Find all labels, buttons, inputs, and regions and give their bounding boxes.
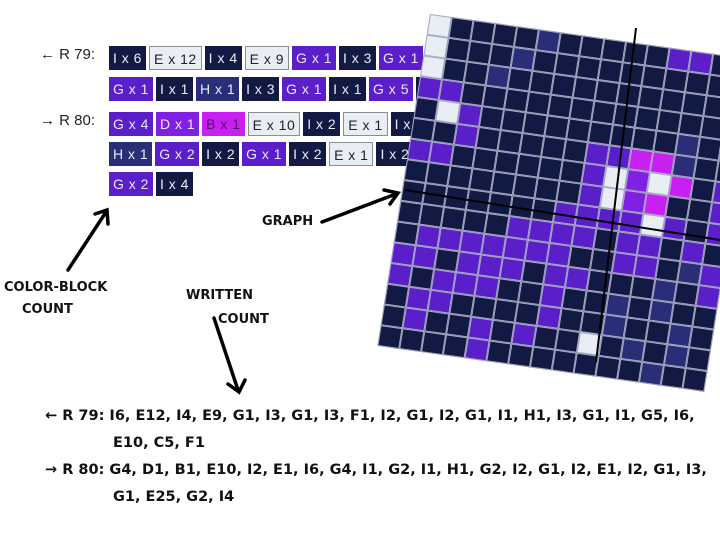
color-block: E x 1: [343, 112, 388, 136]
color-block: I x 2: [289, 142, 327, 166]
graph-center-line-h: [404, 189, 720, 241]
color-block: G x 2: [155, 142, 200, 166]
color-block: G x 5: [369, 77, 413, 101]
color-block: I x 4: [204, 46, 242, 70]
color-block: G x 1: [378, 46, 423, 70]
label-color-block-count: COUNT: [22, 302, 73, 317]
written-r79-line2: E10, C5, F1: [113, 435, 205, 451]
color-block: G x 1: [292, 46, 337, 70]
written-count: ← R 79: I6, E12, I4, E9, G1, I3, G1, I3,…: [45, 403, 707, 511]
color-block: I x 2: [202, 142, 240, 166]
label-graph: GRAPH: [262, 214, 314, 229]
color-block: I x 2: [303, 112, 341, 136]
color-block: B x 1: [202, 112, 245, 136]
written-r80-line2: G1, E25, G2, I4: [113, 489, 235, 505]
color-block: E x 10: [247, 112, 301, 136]
written-r79-line1: ← R 79: I6, E12, I4, E9, G1, I3, G1, I3,…: [45, 408, 695, 424]
color-block: G x 4: [109, 112, 153, 136]
color-block: I x 4: [155, 172, 193, 196]
color-block: G x 1: [109, 77, 153, 101]
label-color-block: COLOR-BLOCK: [4, 280, 108, 295]
block-line: H x 1G x 2I x 2G x 1I x 2E x 1I x 2G x 1: [109, 142, 461, 166]
color-block: D x 1: [155, 112, 200, 136]
color-block: I x 1: [329, 77, 367, 101]
color-block: G x 1: [242, 142, 287, 166]
color-block: H x 1: [109, 142, 153, 166]
label-written-count: COUNT: [218, 312, 269, 327]
row-label-r80: → R 80:: [40, 112, 96, 129]
color-block: I x 1: [155, 77, 193, 101]
color-block: I x 6: [109, 46, 146, 70]
label-written: WRITTEN: [186, 288, 253, 303]
graph-center-line-v: [595, 27, 637, 363]
row-label-r79: ← R 79:: [40, 46, 96, 63]
arrow-icon: [66, 188, 401, 395]
color-block: E x 1: [329, 142, 374, 166]
color-block: G x 1: [282, 77, 327, 101]
color-block: E x 9: [244, 46, 290, 70]
color-block: E x 12: [148, 46, 202, 70]
color-block: H x 1: [195, 77, 240, 101]
color-block: G x 2: [109, 172, 153, 196]
color-block: I x 3: [242, 77, 280, 101]
color-block: I x 3: [339, 46, 376, 70]
written-r80-line1: → R 80: G4, D1, B1, E10, I2, E1, I6, G4,…: [45, 462, 707, 478]
